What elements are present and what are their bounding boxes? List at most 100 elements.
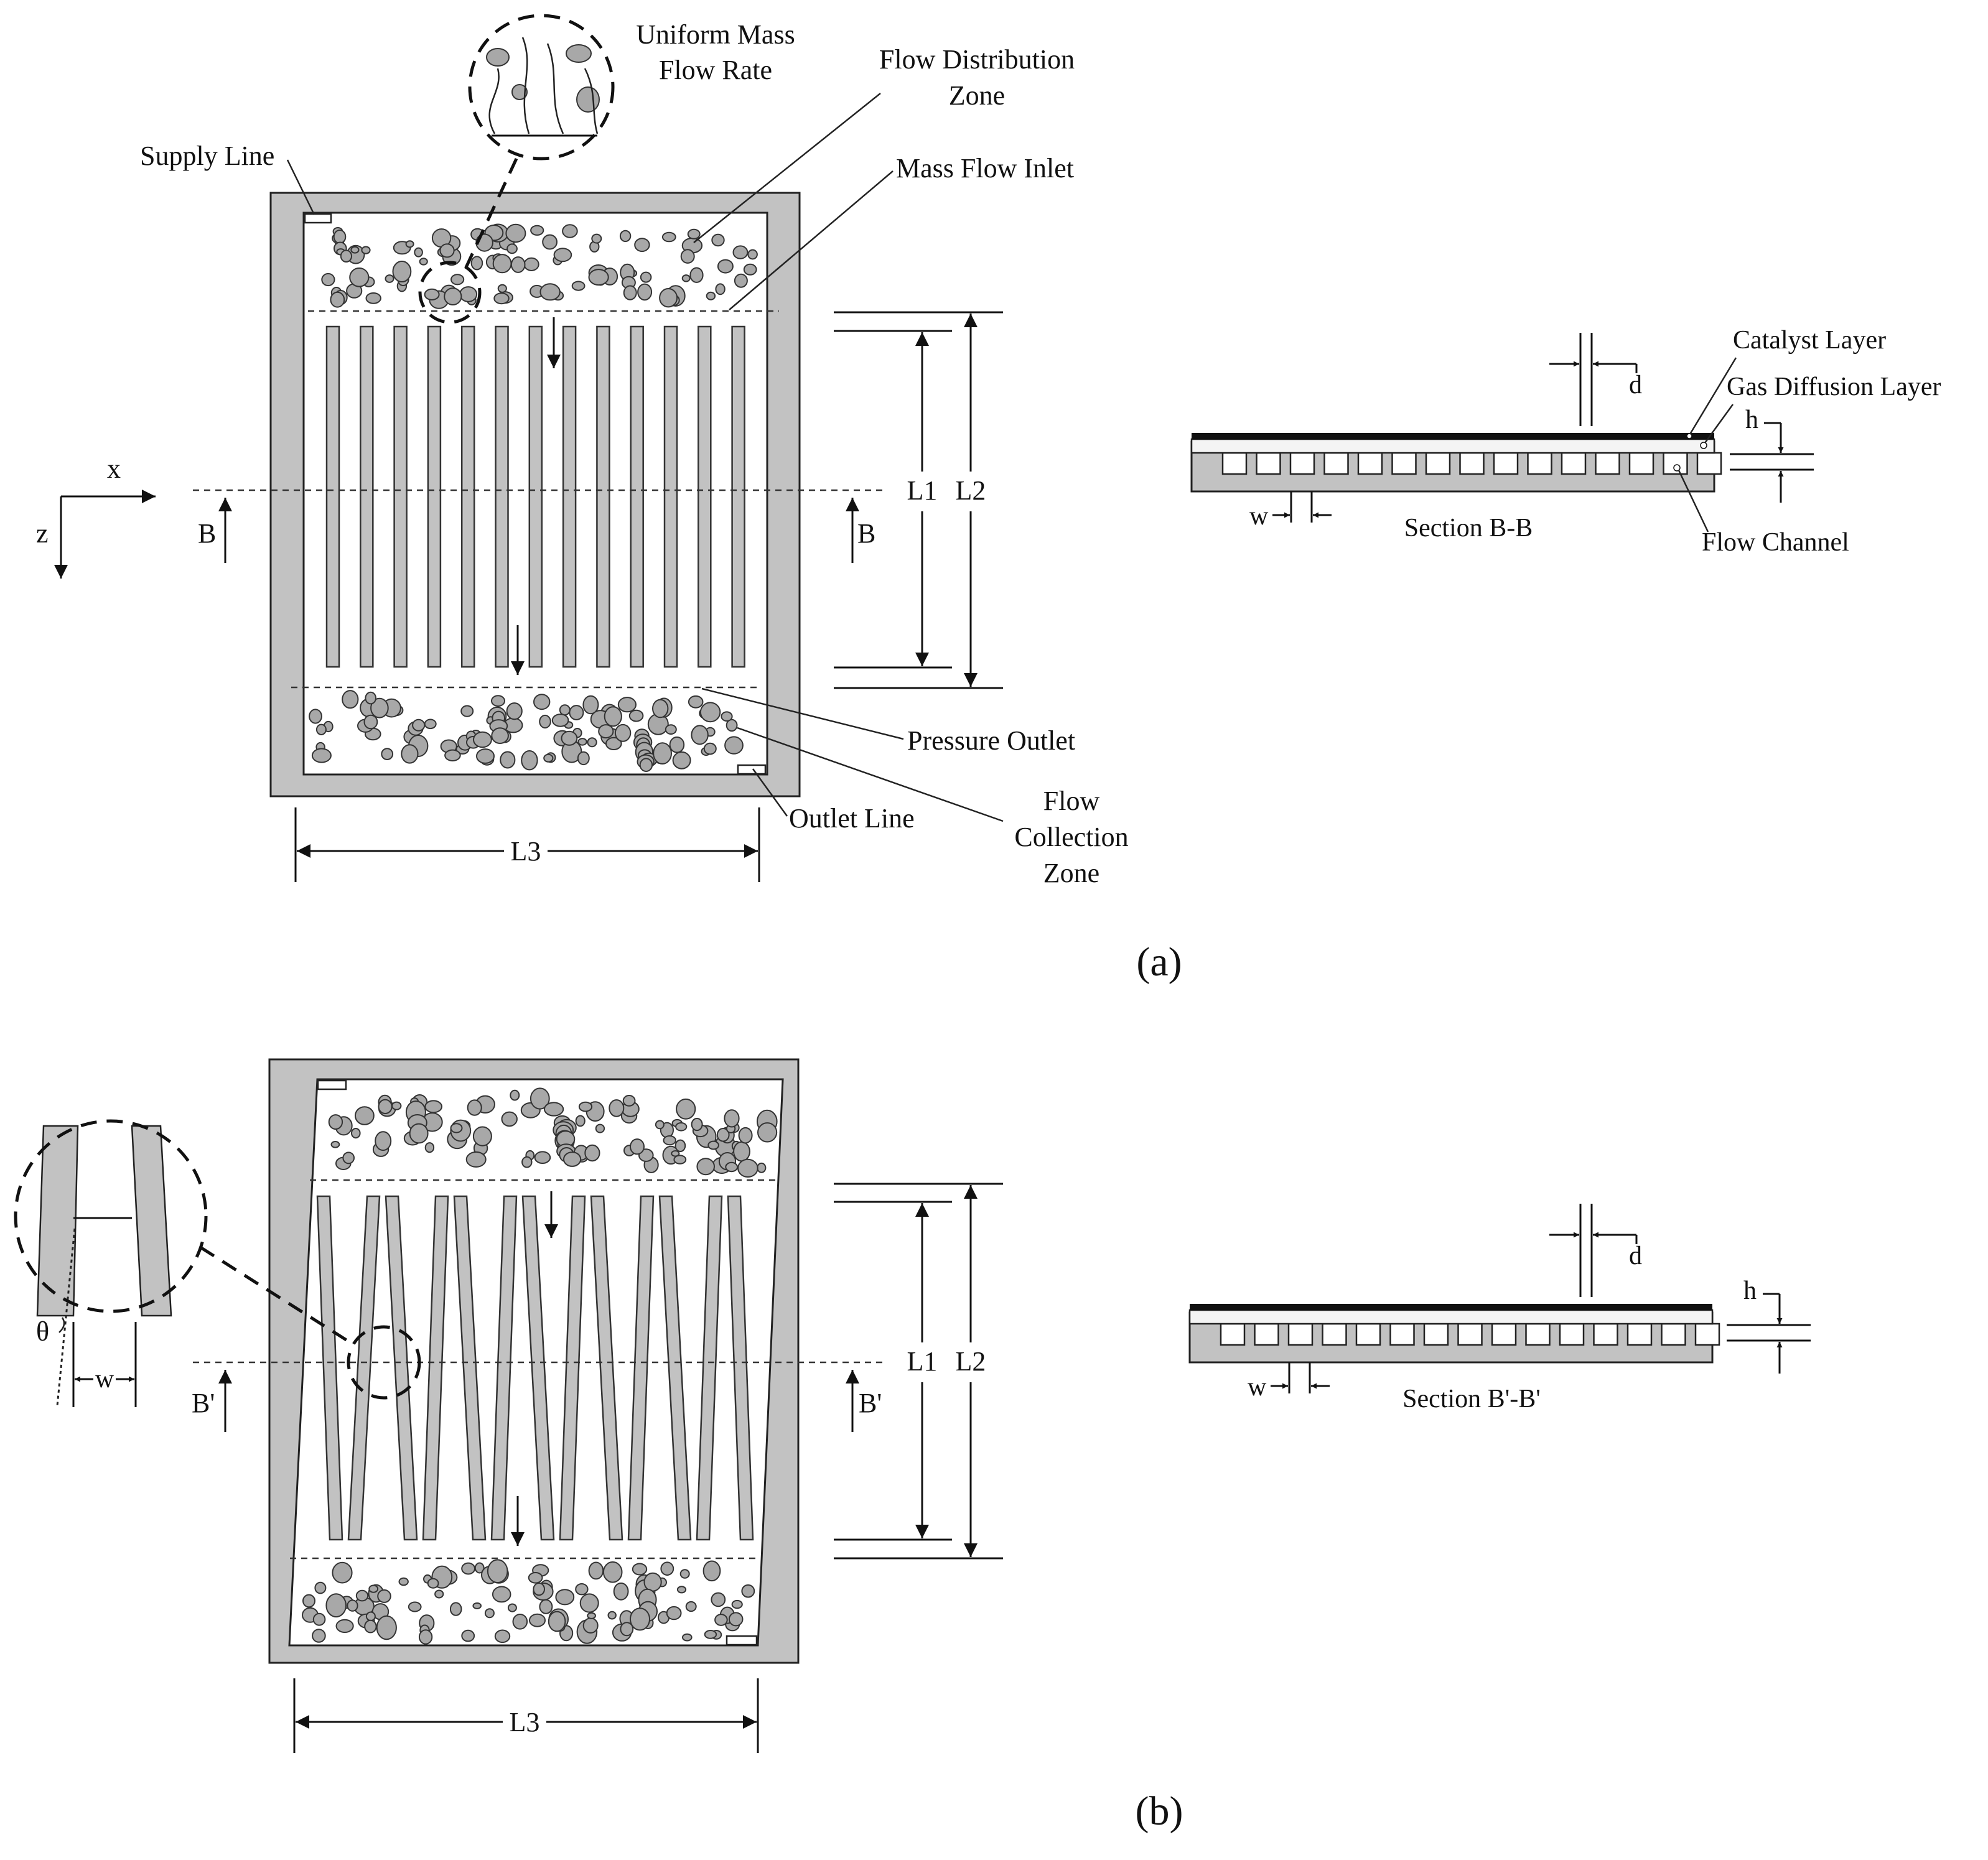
uniform-mass-flow-rate-label-1: Uniform Mass [636,19,795,50]
pore-b-top-92 [707,1140,719,1150]
pore-b-bottom-7 [494,1629,511,1644]
pore-b-bottom-82 [512,1614,528,1630]
pore-b-top-72 [733,1141,750,1162]
straight-channels-a [325,325,745,668]
w-label-a: w [1249,502,1269,531]
pore-a-top-53 [321,272,335,287]
section-channel-b-4 [1322,1323,1347,1346]
pore-a-bottom-78 [559,704,571,716]
pore-b-top-52 [472,1126,492,1146]
pore-a-top-18 [732,245,749,259]
pore-a-bottom-86 [342,690,359,709]
pore-a-bottom-2 [577,738,587,746]
pore-a-top-74 [506,243,518,254]
pore-a-top-88 [361,246,371,254]
flow-distribution-pores-b [328,1087,778,1178]
pore-b-bottom-90 [539,1599,553,1614]
tapered-channel-b-10 [627,1195,655,1541]
pore-a-bottom-71 [543,753,554,763]
tapered-channel-b-7 [521,1195,555,1541]
flow-channel-leader [1678,470,1709,532]
l2-label-b: L2 [956,1346,986,1377]
pore-b-bottom-51 [335,1619,354,1633]
section-channel-a-4 [1323,452,1349,475]
zoom-wall-left [36,1125,79,1317]
pore-a-top-76 [505,223,526,243]
pore-b-top-68 [716,1128,730,1142]
pore-b-bottom-93 [347,1599,358,1612]
flow-distribution-zone-leader [693,93,881,243]
pore-b-top-60 [663,1135,676,1146]
pore-b-top-79 [328,1114,343,1130]
pore-b-bottom-17 [607,1611,617,1620]
pore-a-top-25 [661,231,676,243]
pore-b-bottom-47 [702,1560,721,1582]
pore-a-top-85 [350,246,360,254]
outlet-line-leader [752,768,788,817]
pore-b-bottom-50 [418,1629,433,1645]
pore-a-top-89 [340,249,353,263]
pore-a-top-69 [623,285,637,300]
pore-a-bottom-69 [363,714,378,730]
outlet-line-tab-a [737,764,767,775]
section-flow-channels-a [1221,452,1722,475]
pore-a-top-58 [392,261,412,282]
section-channel-b-8 [1457,1323,1483,1346]
pore-b-top-78 [450,1123,463,1133]
theta-reference-line [56,1228,76,1407]
zoom-circle-inlet-small [418,261,482,324]
catalyst-layer-b [1190,1304,1712,1310]
pore-b-bottom-72 [620,1622,634,1637]
tapered-channels-b [316,1195,754,1541]
flow-collection-zone-label-1: Flow [1043,786,1100,816]
channel-a-12 [698,325,712,668]
pressure-outlet-label: Pressure Outlet [907,725,1075,756]
pore-a-top-37 [689,267,704,283]
pore-b-bottom-42 [325,1593,347,1618]
pore-b-bottom-64 [528,1572,543,1584]
pore-b-top-63 [671,1150,680,1157]
supply-line-tab-a [304,213,332,224]
pore-a-bottom-50 [665,724,677,735]
pore-b-top-39 [510,1089,520,1101]
tapered-channel-b-3 [385,1195,418,1541]
pore-b-top-32 [530,1087,550,1110]
pore-b-bottom-69 [355,1589,369,1602]
h-label-a: h [1745,406,1758,434]
zoom-wall-right [131,1125,172,1317]
pore-b-bottom-48 [643,1572,662,1592]
pore-b-bottom-75 [377,1589,391,1603]
pore-a-bottom-85 [672,751,691,770]
pore-a-bottom-75 [604,706,622,727]
channel-a-4 [427,325,442,668]
section-channel-a-15 [1696,452,1722,475]
pore-a-top-13 [619,230,632,243]
pore-a-top-73 [530,225,544,236]
gas-diffusion-layer-leader [1704,404,1734,444]
pore-b-bottom-63 [660,1561,674,1576]
pore-b-bottom-6 [588,1561,604,1580]
pore-b-top-90 [424,1142,435,1153]
flow-distribution-zone-label-2: Zone [949,80,1005,111]
pore-a-top-80 [659,288,678,308]
zoom-w-label: w [95,1365,114,1393]
pore-a-bottom-22 [444,749,461,762]
pore-a-top-59 [459,286,478,302]
flow-collection-pores-b [302,1559,755,1645]
pore-b-top-55 [674,1139,686,1153]
pore-b-bottom-30 [529,1613,546,1627]
pore-a-top-81 [539,283,561,301]
pore-b-bottom-20 [332,1561,353,1584]
pore-b-top-77 [501,1111,518,1127]
pore-b-top-50 [696,1158,715,1176]
pore-b-bottom-88 [427,1578,439,1589]
d-label-b: d [1629,1242,1642,1270]
pore-a-top-43 [681,274,691,282]
section-mark-b-right: B [857,518,875,549]
pore-a-bottom-48 [315,723,327,736]
pore-a-bottom-73 [309,709,322,724]
pore-b-top-82 [378,1099,393,1115]
pore-a-top-67 [523,257,539,271]
pore-b-bottom-83 [461,1562,475,1575]
section-channel-b-2 [1254,1323,1279,1346]
